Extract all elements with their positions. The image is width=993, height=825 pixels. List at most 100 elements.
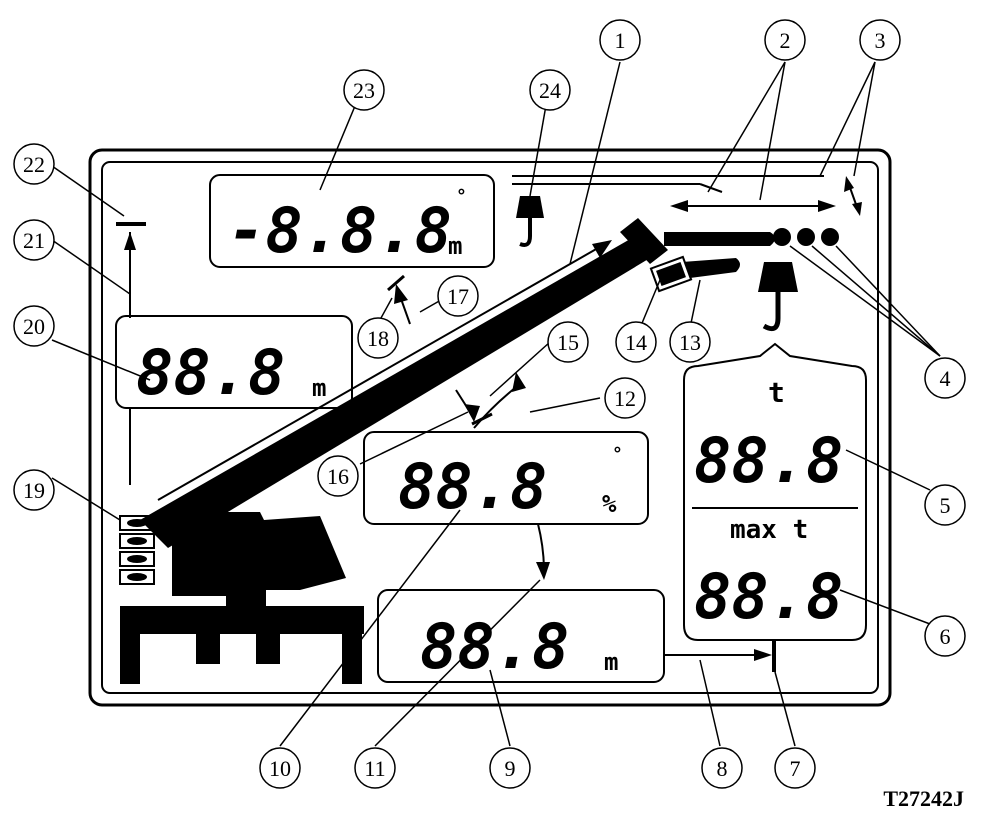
top-display-box — [209, 174, 495, 268]
hook-icon — [516, 196, 544, 247]
callout-1: 1 — [599, 19, 641, 61]
top-display-meter-unit: m — [448, 232, 462, 260]
callout-8: 8 — [701, 747, 743, 789]
callout-12: 12 — [604, 377, 646, 419]
working-radius-unit: m — [604, 648, 618, 676]
jib-offset-arrow-head-top — [844, 176, 854, 192]
callout-7: 7 — [774, 747, 816, 789]
callout-2: 2 — [764, 19, 806, 61]
svg-text:14: 14 — [625, 330, 647, 355]
callout-13: 13 — [669, 321, 711, 363]
crane-cab-icon — [172, 512, 346, 596]
svg-text:9: 9 — [505, 756, 516, 781]
boom-angle-lower-arrow — [536, 562, 550, 580]
jib-offset-arrow-head-bottom — [852, 202, 862, 216]
svg-text:16: 16 — [327, 464, 349, 489]
boom-angle-arc-lower — [537, 523, 545, 569]
callout-14: 14 — [615, 321, 657, 363]
svg-text:5: 5 — [940, 493, 951, 518]
boom-raise-arrow-head — [394, 284, 408, 304]
svg-text:7: 7 — [790, 756, 801, 781]
jib-length-arrow-right-head — [818, 200, 836, 212]
boom-length-arrow-line — [157, 247, 599, 501]
svg-text:12: 12 — [614, 386, 636, 411]
boom-angle-degree-unit: ° — [612, 444, 623, 465]
svg-text:21: 21 — [23, 228, 45, 253]
callout-4: 4 — [924, 357, 966, 399]
svg-text:2: 2 — [780, 28, 791, 53]
lift-height-unit: m — [312, 374, 326, 402]
top-display-value: -8.8.8 — [228, 194, 452, 267]
svg-text:11: 11 — [364, 756, 385, 781]
crane-carrier-icon — [120, 606, 364, 684]
callout-20: 20 — [13, 305, 55, 347]
svg-text:23: 23 — [353, 78, 375, 103]
callout-23: 23 — [343, 69, 385, 111]
svg-text:3: 3 — [875, 28, 886, 53]
jib-icon — [664, 232, 775, 246]
lift-height-value: 88.8 — [136, 336, 285, 409]
svg-text:17: 17 — [447, 284, 469, 309]
callout-21: 21 — [13, 219, 55, 261]
jib-length-arrow-left-head — [670, 200, 688, 212]
display-inner-frame — [101, 161, 879, 694]
svg-text:22: 22 — [23, 152, 45, 177]
callout-19: 19 — [13, 469, 55, 511]
callout-10: 10 — [259, 747, 301, 789]
actual-load-unit: t — [768, 376, 785, 409]
boom-angle-arrow-up — [512, 372, 526, 392]
callout-16: 16 — [317, 455, 359, 497]
top-display-degree-unit: ° — [456, 186, 467, 207]
main-hook-icon — [758, 262, 798, 332]
svg-text:24: 24 — [539, 78, 561, 103]
working-radius-value: 88.8 — [420, 610, 569, 683]
working-radius-display-box — [377, 589, 665, 683]
svg-text:8: 8 — [717, 756, 728, 781]
rated-load-unit: max t — [730, 515, 808, 545]
boom-angle-percent-unit: % — [602, 490, 617, 518]
jib-warning-lamp-fill — [656, 262, 686, 286]
figure-id: T27242J — [883, 786, 964, 811]
jib-stage-indicator-3 — [821, 228, 839, 246]
svg-text:19: 19 — [23, 478, 45, 503]
callout-24: 24 — [529, 69, 571, 111]
boom-angle-display-box — [363, 431, 649, 525]
boom-icon — [140, 238, 660, 548]
callout-5: 5 — [924, 484, 966, 526]
boom-upper-limit-mark — [387, 274, 405, 292]
jib-stage-indicator-2 — [797, 228, 815, 246]
svg-text:15: 15 — [557, 330, 579, 355]
callout-6: 6 — [924, 615, 966, 657]
short-jib-icon — [682, 258, 740, 278]
outrigger-indicators — [119, 515, 155, 585]
boom-angle-arrow-down-line — [455, 389, 471, 413]
callout-3: 3 — [859, 19, 901, 61]
height-arrow-head — [124, 232, 136, 250]
callout-15: 15 — [547, 321, 589, 363]
svg-text:6: 6 — [940, 624, 951, 649]
boom-length-arrow-head — [592, 240, 612, 258]
callout-9: 9 — [489, 747, 531, 789]
rated-load-value: 88.8 — [694, 560, 843, 633]
lift-height-display-box — [115, 315, 353, 409]
actual-load-value: 88.8 — [694, 424, 843, 497]
leader-lines — [51, 61, 941, 747]
svg-text:13: 13 — [679, 330, 701, 355]
svg-text:1: 1 — [615, 28, 626, 53]
jib-stage-indicator-1 — [773, 228, 791, 246]
boom-head-icon — [620, 218, 668, 264]
boom-angle-lower-limit-mark — [471, 412, 493, 426]
callout-18: 18 — [357, 317, 399, 359]
callout-22: 22 — [13, 143, 55, 185]
svg-text:10: 10 — [269, 756, 291, 781]
svg-text:18: 18 — [367, 326, 389, 351]
callout-11: 11 — [354, 747, 396, 789]
svg-text:4: 4 — [940, 366, 951, 391]
svg-text:20: 20 — [23, 314, 45, 339]
callout-17: 17 — [437, 275, 479, 317]
display-outer-frame — [88, 148, 892, 707]
boom-angle-value: 88.8 — [398, 450, 547, 523]
radius-arrow-head — [754, 649, 772, 661]
load-display-box — [683, 342, 867, 641]
